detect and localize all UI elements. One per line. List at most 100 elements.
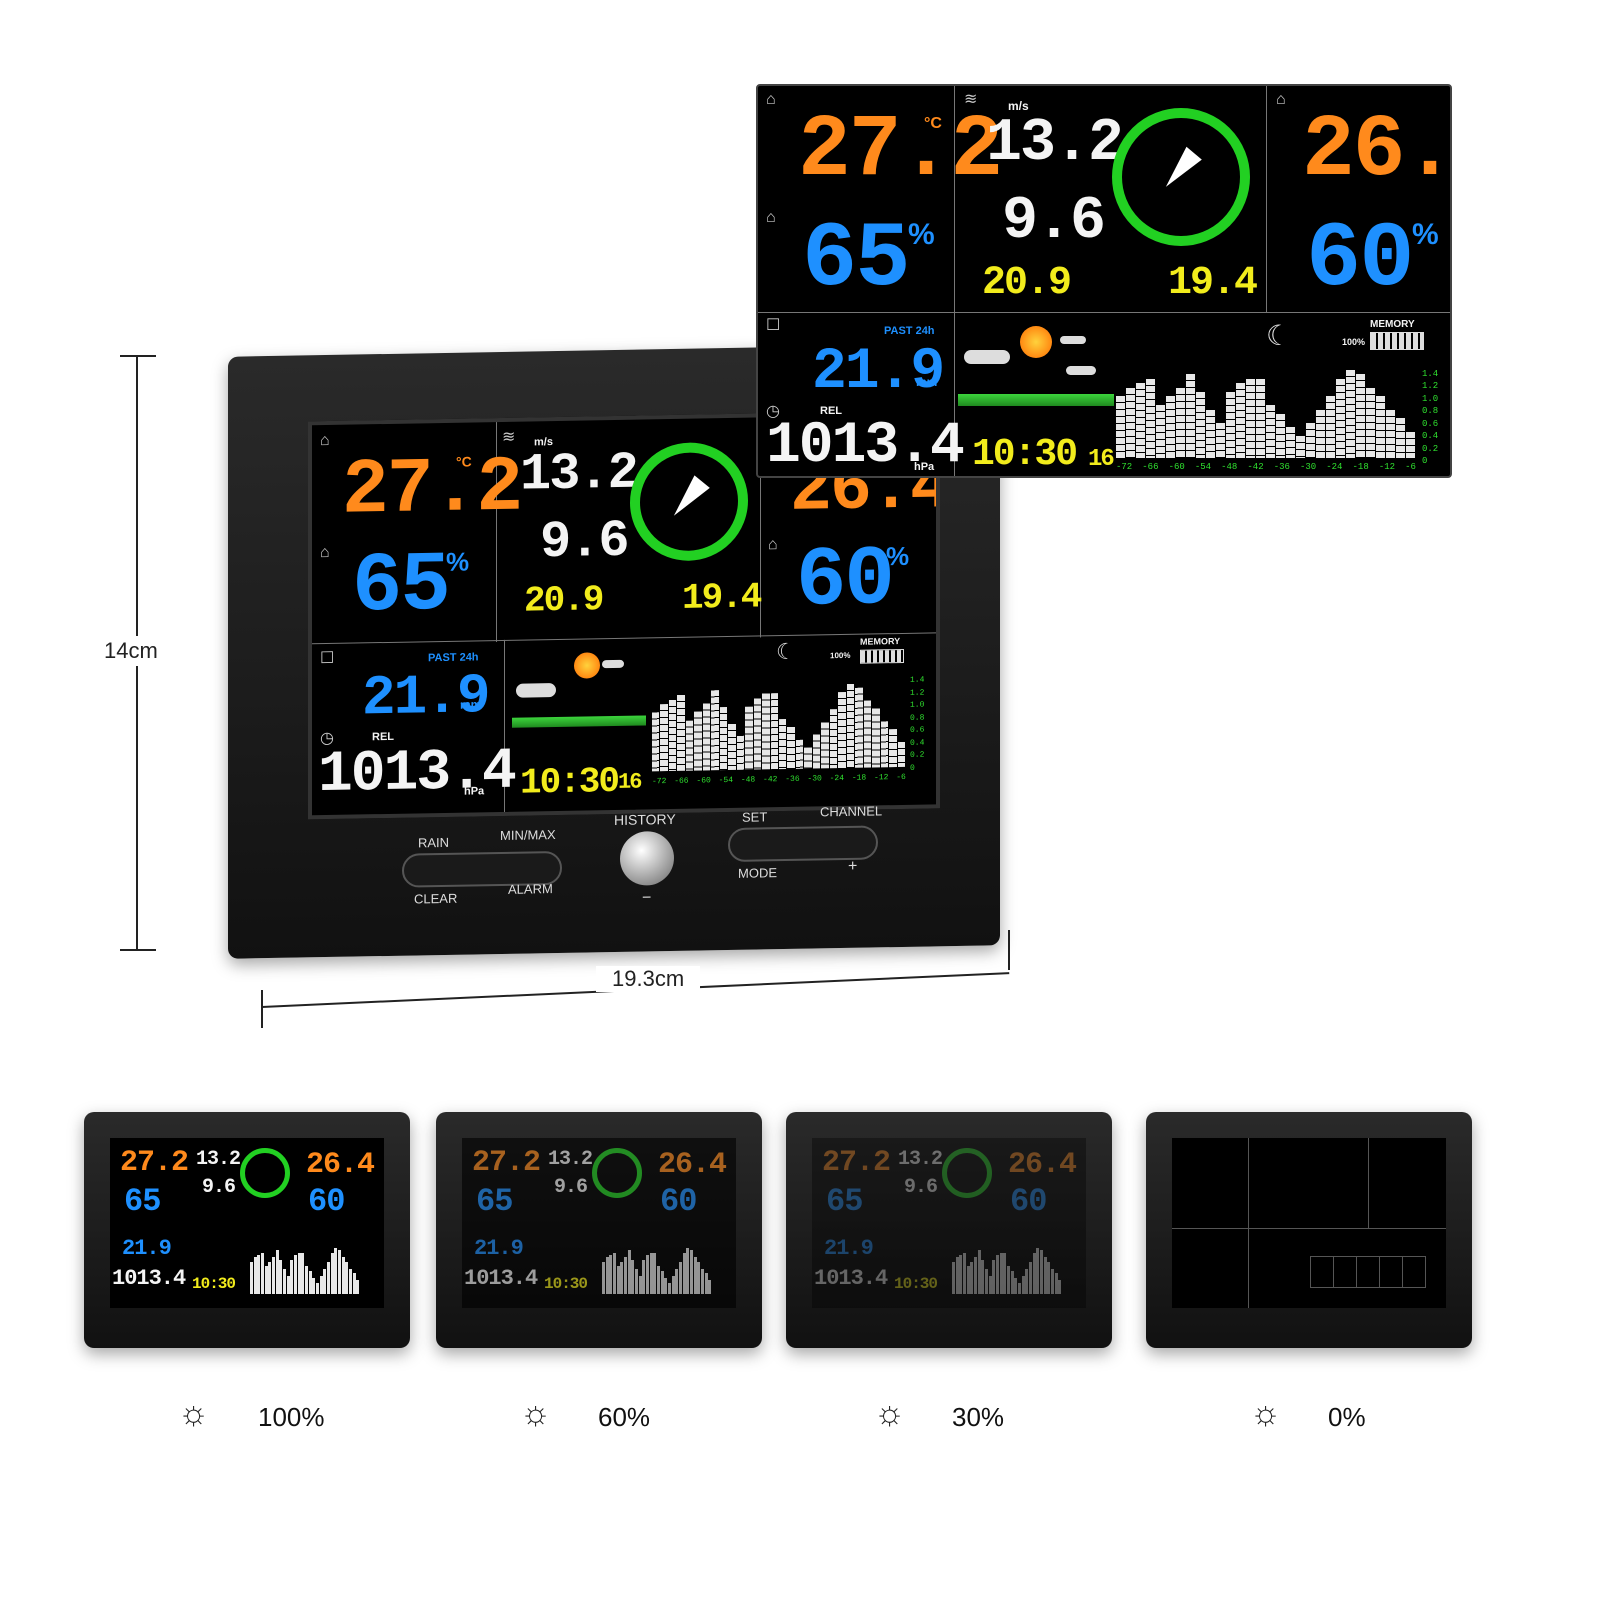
history-bar: [838, 692, 846, 769]
alarm-button[interactable]: ALARM: [508, 881, 553, 897]
thumb-screen-off: [1172, 1138, 1446, 1308]
history-bar: [1014, 1277, 1018, 1294]
moon-icon: ☾: [776, 638, 796, 665]
history-axis-label: -12: [1378, 462, 1396, 472]
sun-icon: [574, 652, 600, 679]
zoom-outdoor-humidity: 60: [1306, 207, 1414, 312]
set-button[interactable]: SET: [742, 809, 768, 825]
history-bar: [660, 1271, 664, 1294]
rain-button[interactable]: RAIN: [418, 834, 450, 851]
clock-icon: ◷: [766, 403, 780, 420]
history-scale-label: 0.6: [1422, 418, 1439, 429]
history-bar: [977, 1250, 981, 1294]
zoom-feels-like-right: 19.4: [1168, 261, 1258, 306]
history-axis-label: -72: [1116, 462, 1133, 472]
zoom-outdoor-humidity-unit: %: [1412, 218, 1439, 251]
history-axis-label: -30: [1299, 462, 1317, 472]
compass-icon: [942, 1148, 992, 1198]
thumb-reading: 13.2: [548, 1148, 593, 1171]
zoom-history-chart: [1116, 370, 1416, 458]
clear-button[interactable]: CLEAR: [414, 890, 458, 907]
history-bar: [338, 1250, 342, 1294]
indoor-temp: 27.2: [342, 444, 522, 536]
history-bar: [955, 1257, 959, 1294]
history-axis-label: -60: [696, 776, 711, 786]
history-scale-label: 0.8: [1422, 406, 1439, 417]
plus-button[interactable]: +: [848, 857, 858, 875]
history-bar: [624, 1257, 628, 1294]
history-button[interactable]: HISTORY: [614, 810, 676, 828]
history-bar: [1216, 422, 1225, 458]
history-knob[interactable]: [620, 830, 674, 886]
compass-icon: [592, 1148, 642, 1198]
history-bar: [1003, 1252, 1007, 1294]
history-bar: [992, 1259, 996, 1294]
history-axis-label: -36: [1273, 462, 1290, 472]
history-bar: [1276, 414, 1285, 458]
history-bar: [613, 1252, 617, 1294]
brightness-bulb-icon: ☼: [1250, 1394, 1282, 1432]
history-bar: [812, 734, 821, 769]
history-bar: [686, 1248, 690, 1294]
history-bar: [872, 708, 880, 768]
history-bar: [1018, 1282, 1022, 1294]
history-bar: [1316, 409, 1325, 458]
history-bar: [804, 747, 812, 769]
zoom-history-axis: -72-66-60-54-48-42-36-30-24-18-12-6: [1116, 462, 1416, 474]
zoom-rain-period: PAST 24h: [884, 325, 935, 337]
memory-label: MEMORY: [860, 636, 901, 647]
history-axis: -72-66-60-54-48-42-36-30-24-18-12-6: [652, 773, 906, 787]
history-bar: [708, 1280, 712, 1294]
mode-button[interactable]: MODE: [738, 865, 777, 881]
history-bar: [855, 687, 863, 768]
history-bar: [985, 1268, 989, 1294]
history-bar: [1336, 378, 1345, 458]
minus-button[interactable]: −: [642, 889, 652, 907]
history-bar: [697, 1261, 701, 1294]
zoom-indoor-temp: 27.2: [798, 102, 1003, 201]
history-axis-label: -54: [1194, 462, 1212, 472]
history-bar: [1206, 409, 1215, 458]
history-bar: [275, 1250, 279, 1294]
history-bar: [1116, 396, 1125, 458]
pressure-unit: hPa: [464, 785, 485, 798]
history-bar: [330, 1252, 334, 1294]
history-axis-label: -72: [652, 777, 667, 787]
house-icon: ⌂: [320, 431, 330, 450]
history-bar: [795, 739, 804, 769]
history-bar: [880, 721, 889, 768]
thumb-reading: 1013.4: [814, 1266, 888, 1291]
wind-gust: 9.6: [540, 511, 628, 573]
history-bar: [660, 703, 668, 772]
history-bar: [283, 1268, 287, 1294]
history-bar: [1296, 436, 1305, 458]
history-bar: [1021, 1275, 1025, 1294]
history-scale-label: 0: [910, 763, 915, 773]
thumb-reading: 65: [476, 1183, 513, 1220]
zoom-memory-label: MEMORY: [1370, 319, 1415, 330]
history-bar: [305, 1266, 309, 1294]
outdoor-humidity-unit: %: [886, 540, 910, 572]
grass-icon: [512, 715, 646, 728]
history-bar: [1010, 1271, 1014, 1294]
history-bar: [301, 1252, 305, 1294]
history-bar: [1029, 1261, 1033, 1294]
history-bar: [728, 723, 736, 771]
history-bar: [664, 1277, 668, 1294]
history-bar: [966, 1266, 970, 1294]
history-bar: [1406, 431, 1415, 458]
height-label: 14cm: [104, 636, 158, 666]
thumb-reading: 13.2: [898, 1148, 943, 1171]
history-bar: [694, 711, 702, 771]
history-bar: [631, 1259, 635, 1294]
history-bar: [268, 1261, 272, 1294]
history-bar: [602, 1261, 606, 1294]
minmax-button[interactable]: MIN/MAX: [500, 827, 556, 843]
channel-button[interactable]: CHANNEL: [820, 803, 883, 820]
history-bar: [779, 718, 787, 770]
grass-icon: [958, 394, 1114, 406]
